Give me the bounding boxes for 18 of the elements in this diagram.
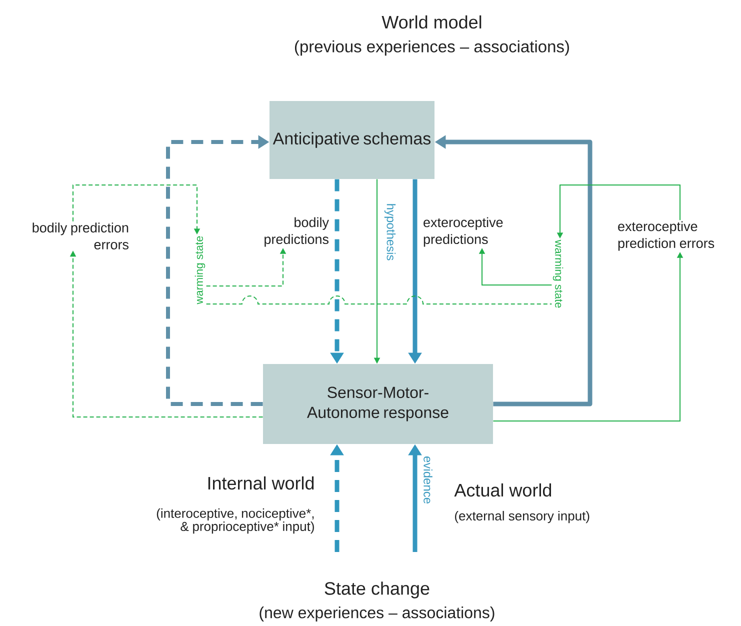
footer-note: (new experiences – associations): [260, 606, 494, 622]
node-label: exteroceptive prediction errors: [618, 221, 714, 251]
side-heading: Actual world: [454, 483, 552, 497]
node-label: warming state: [194, 236, 206, 304]
heading: World model: [382, 15, 482, 29]
edge-label: evidence: [424, 456, 432, 504]
side-note: (external sensory input): [455, 510, 590, 524]
process-box: Sensor-Motor-Autonome response: [263, 364, 493, 444]
side-heading: Internal world: [208, 476, 314, 490]
node-label: bodily predictions: [264, 217, 329, 247]
footer-heading: State change: [324, 582, 430, 598]
side-note: (interoceptive, nociceptive*, & proprioceptive* input): [156, 508, 314, 534]
subheading: (previous experiences – associations): [295, 40, 569, 56]
node-label: exteroceptive predictions: [424, 217, 503, 247]
node-label: bodily prediction errors: [32, 222, 128, 250]
node-label: warming state: [552, 240, 564, 308]
process-box: Anticipative schemas: [270, 101, 434, 179]
edge-label: hypothesis: [384, 204, 396, 260]
